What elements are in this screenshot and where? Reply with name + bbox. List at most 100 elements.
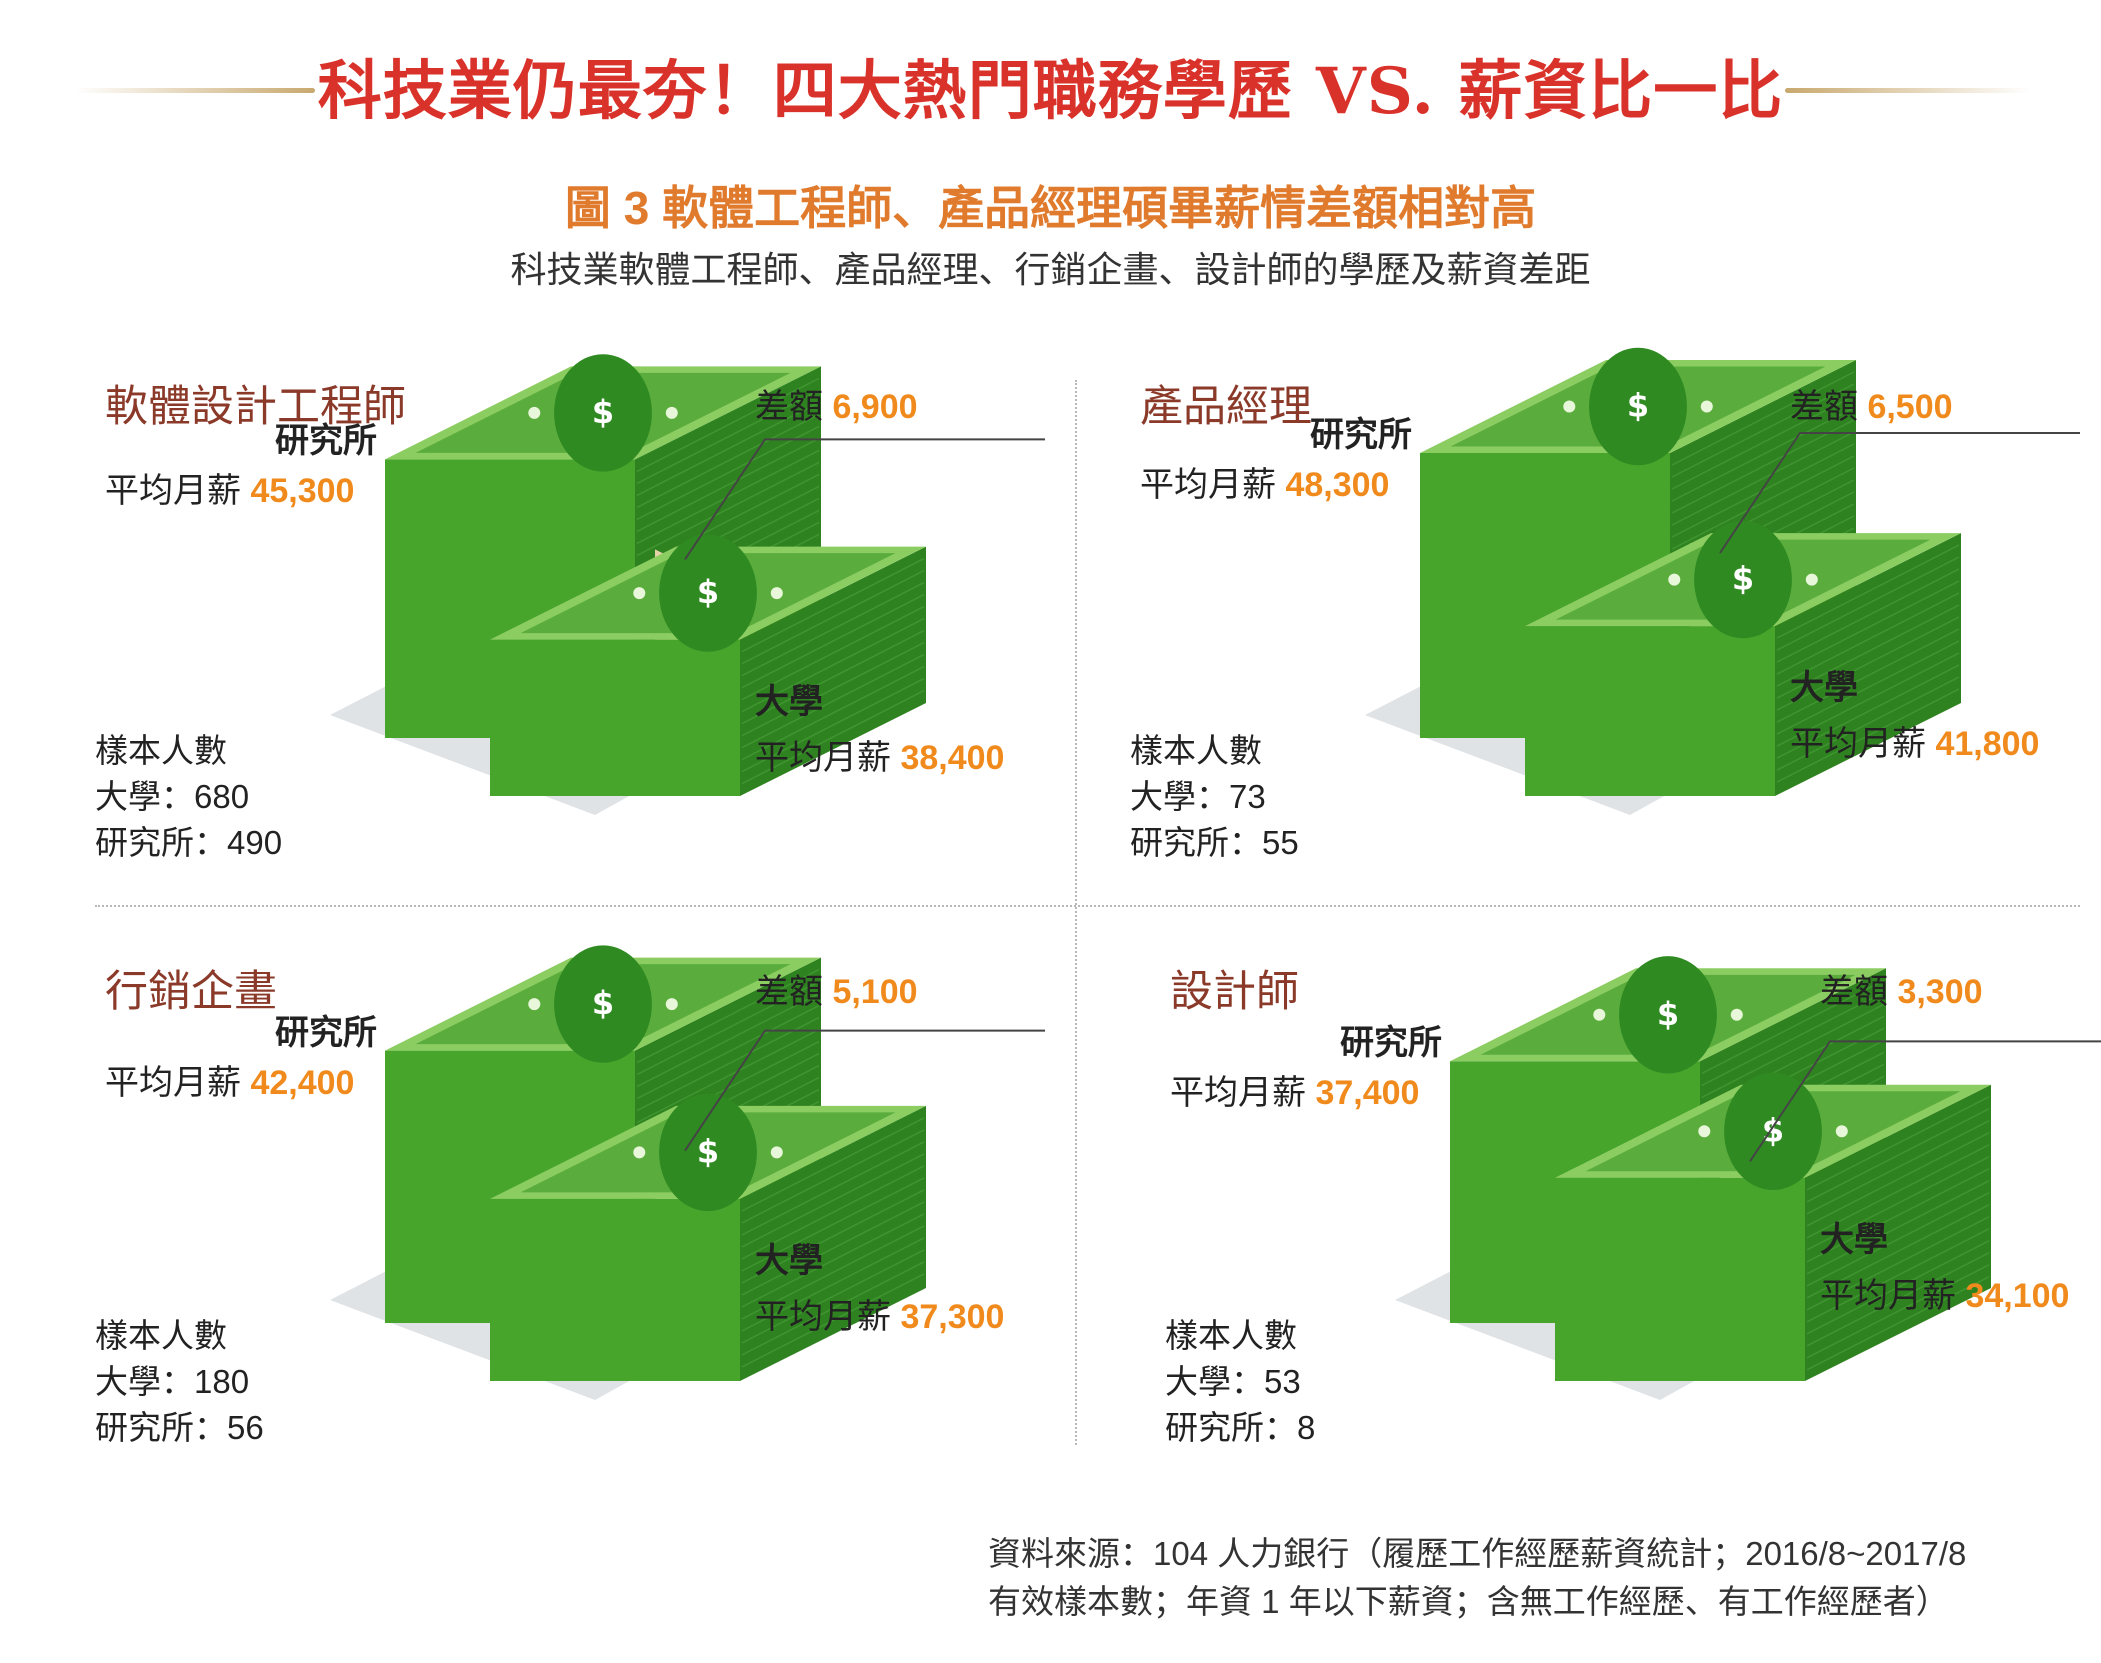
grad-school-label: 研究所 [1310,416,1412,454]
university-label: 大學 [1820,1220,1888,1259]
role-name: 產品經理 [1140,383,1312,431]
role-panel-1: $$ 軟體設計工程師 差額 6,900 研究所 平均月薪 45,300 大學 平… [95,354,1095,900]
dollar-sign-icon: $ [697,573,719,611]
figure-heading: 圖 3 軟體工程師、產品經理碩畢薪情差額相對高 [564,182,1537,234]
sample-univ: 大學：73 [1130,778,1266,815]
sample-size-box: 樣本人數 大學：73 研究所：55 [1130,728,1299,866]
grad-school-label: 研究所 [1340,1024,1442,1063]
univ-salary: 平均月薪 37,300 [755,1295,1004,1339]
dollar-sign-icon: $ [1732,560,1754,598]
univ-salary: 平均月薪 38,400 [755,736,1004,780]
university-label: 大學 [755,1241,823,1280]
sample-size-title: 樣本人數 [95,1317,227,1354]
role-name: 設計師 [1170,968,1299,1016]
gap-value: 6,500 [1867,388,1953,426]
bill-stacks-art: $$ [1395,956,2101,1400]
university-label: 大學 [1790,669,1858,708]
sample-size-box: 樣本人數 大學：53 研究所：8 [1165,1313,1315,1451]
dollar-sign-icon: $ [592,984,614,1022]
gap-label: 差額 5,100 [755,970,918,1014]
page-title: 科技業仍最夯！四大熱門職務學歷 VS. 薪資比一比 [317,54,1784,129]
horizontal-divider [95,905,2080,907]
grad-salary: 平均月薪 48,300 [1140,463,1389,507]
sample-size-box: 樣本人數 大學：180 研究所：56 [95,1313,264,1451]
gap-value: 5,100 [832,973,918,1011]
sample-size-title: 樣本人數 [95,732,227,769]
sample-grad: 研究所：56 [95,1409,264,1446]
grad-salary: 平均月薪 45,300 [105,469,354,513]
avg-salary-text: 平均月薪 [105,472,241,511]
top-bill: $ [1420,347,1856,466]
avg-salary-text: 平均月薪 [1820,1276,1956,1315]
univ-bill-stack: $ [490,1093,926,1381]
univ-salary: 平均月薪 34,100 [1820,1274,2069,1318]
bill-stacks-art: $$ [330,354,1045,815]
title-rule-left [75,88,315,93]
gap-label: 差額 3,300 [1820,970,1983,1014]
role-panel-4: $$ 設計師 差額 3,300 研究所 平均月薪 37,400 大學 平均月薪 … [1160,956,2101,1485]
sample-size-title: 樣本人數 [1130,732,1262,769]
vertical-divider [1075,380,1077,1445]
avg-salary-text: 平均月薪 [1790,725,1926,764]
sample-univ: 大學：180 [95,1363,250,1400]
univ-salary-value: 34,100 [1965,1276,2070,1315]
source-note: 資料來源：104 人力銀行（履歷工作經歷薪資統計；2016/8~2017/8 有… [988,1530,2048,1626]
avg-salary-text: 平均月薪 [1170,1074,1306,1113]
grad-salary: 平均月薪 42,400 [105,1061,354,1105]
univ-salary-value: 41,800 [1935,725,2040,764]
grad-salary-value: 42,400 [250,1063,355,1102]
top-bill: $ [385,354,821,472]
dollar-sign-icon: $ [1657,995,1679,1033]
sample-grad: 研究所：55 [1130,824,1299,861]
avg-salary-text: 平均月薪 [755,1297,891,1336]
dollar-sign-icon: $ [697,1132,719,1170]
top-bill: $ [1450,956,1886,1074]
sample-grad: 研究所：490 [95,824,283,861]
dollar-sign-icon: $ [1627,387,1649,425]
gap-value: 3,300 [1897,973,1983,1011]
role-name: 行銷企畫 [105,968,277,1016]
gap-label: 差額 6,500 [1790,385,1953,429]
sample-size-box: 樣本人數 大學：680 研究所：490 [95,728,282,866]
univ-salary-value: 37,300 [900,1297,1005,1336]
gap-leader-line [1749,1040,2101,1162]
grad-salary-value: 37,400 [1315,1074,1420,1113]
grad-salary: 平均月薪 37,400 [1170,1071,1419,1115]
univ-bill-stack: $ [1555,1072,1991,1381]
univ-salary-value: 38,400 [900,738,1005,777]
gap-leader-line [1719,432,2080,554]
sample-grad: 研究所：8 [1165,1409,1316,1446]
bill-stacks-art: $$ [330,945,1045,1400]
top-bill: $ [490,1093,926,1212]
top-bill: $ [490,534,926,652]
grad-school-label: 研究所 [275,1013,377,1052]
title-rule-right [1785,88,2030,93]
figure-subheading: 科技業軟體工程師、產品經理、行銷企畫、設計師的學歷及薪資差距 [510,249,1591,290]
univ-salary: 平均月薪 41,800 [1790,722,2039,766]
role-panel-3: $$ 行銷企畫 差額 5,100 研究所 平均月薪 42,400 大學 平均月薪… [95,945,1095,1485]
top-bill: $ [1555,1072,1991,1190]
univ-bill-stack: $ [1525,520,1961,796]
gap-leader-line [684,1029,1045,1152]
gap-text: 差額 [755,973,823,1011]
gap-text: 差額 [1820,973,1888,1011]
avg-salary-text: 平均月薪 [755,738,891,777]
gap-leader-line [684,438,1045,560]
univ-bill-stack: $ [490,534,926,796]
gap-label: 差額 6,900 [755,385,918,429]
role-panel-2: $$ 產品經理 差額 6,500 研究所 平均月薪 48,300 大學 平均月薪… [1130,347,2101,900]
top-bill: $ [1525,520,1961,639]
sample-univ: 大學：680 [95,778,250,815]
grad-salary-value: 45,300 [250,472,355,511]
bill-stacks-art: $$ [1365,347,2080,815]
dollar-sign-icon: $ [592,393,614,431]
avg-salary-text: 平均月薪 [105,1063,241,1102]
grad-school-label: 研究所 [275,422,377,461]
sample-size-title: 樣本人數 [1165,1317,1297,1354]
gap-text: 差額 [1790,388,1858,426]
sample-univ: 大學：53 [1165,1363,1301,1400]
gap-value: 6,900 [832,388,918,426]
source-line-1: 資料來源：104 人力銀行（履歷工作經歷薪資統計；2016/8~2017/8 [988,1535,1967,1572]
top-bill: $ [385,945,821,1063]
role-name: 軟體設計工程師 [105,383,406,431]
